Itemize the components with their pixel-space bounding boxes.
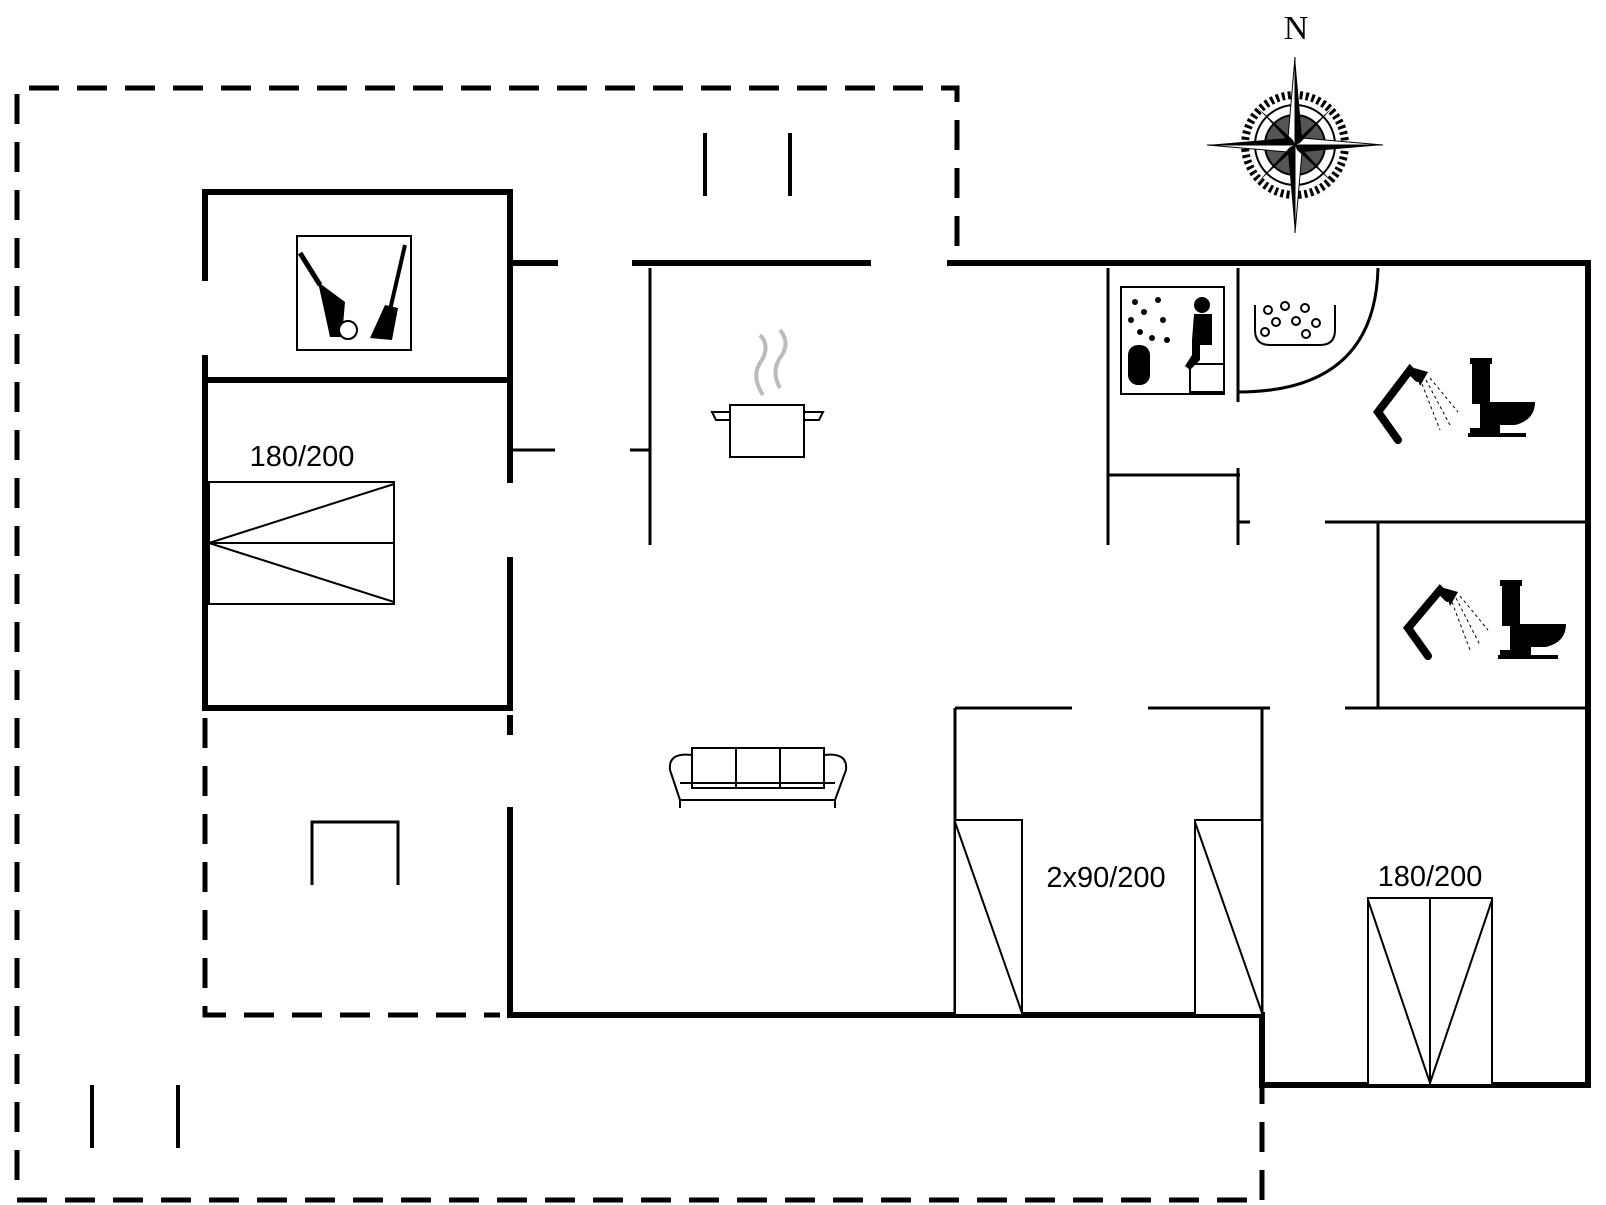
bed-single-twin-right	[1194, 819, 1263, 1016]
toilet-icon	[1468, 358, 1535, 437]
compass-rose-icon	[1206, 56, 1384, 234]
terrace-boundary	[14, 85, 1265, 1203]
kitchen-pot-icon	[710, 328, 825, 458]
walls	[202, 189, 1591, 1088]
terrace-table	[310, 820, 400, 885]
spa-bath-icon	[1254, 301, 1336, 346]
bed-size-label: 180/200	[250, 441, 355, 473]
terrace-posts	[90, 133, 792, 1148]
bed-double-west	[208, 481, 395, 605]
sofa-icon	[668, 747, 848, 808]
covered-terrace	[202, 718, 500, 1018]
bed-double-east	[1367, 897, 1493, 1086]
bed-single-twin-left	[954, 819, 1023, 1016]
toilet-icon	[1498, 580, 1566, 659]
utility-cleaning-icon	[296, 235, 412, 351]
shower-icon	[1373, 363, 1459, 444]
sauna-icon	[1120, 286, 1225, 395]
bed-size-label: 2x90/200	[1046, 862, 1165, 894]
shower-icon	[1402, 584, 1489, 660]
compass-north-label: N	[1284, 10, 1309, 47]
bed-size-label: 180/200	[1378, 861, 1483, 893]
